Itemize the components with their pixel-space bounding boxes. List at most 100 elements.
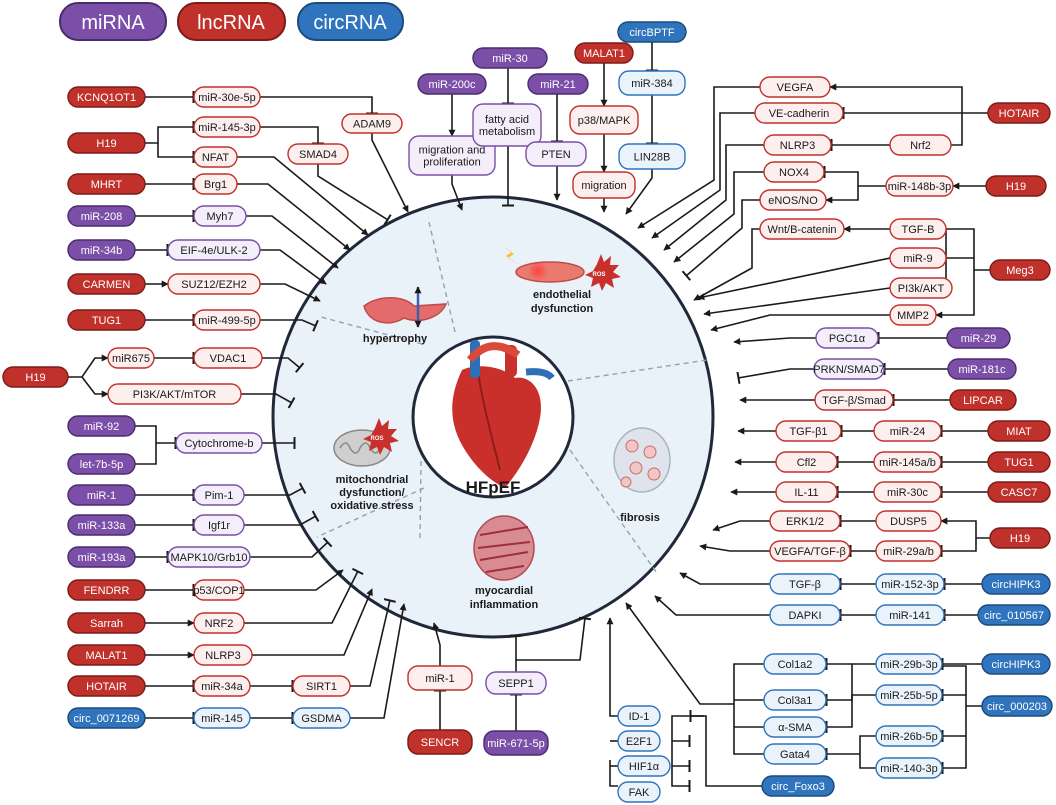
node-box: [67, 453, 136, 475]
node-m4-mir133: miR-133a: [67, 514, 136, 536]
node-m10-mir145: miR-145: [193, 707, 251, 729]
node-m1-vdac1: VDAC1: [193, 347, 263, 369]
node-label: PI3K/AKT/mTOR: [133, 389, 217, 401]
node-m2-let7: let-7b-5p: [67, 453, 136, 475]
node-e7-enos: eNOS/NO: [759, 189, 827, 211]
node-i3-fak: FAK: [617, 781, 661, 803]
ros-burst-icon: [585, 254, 621, 291]
node-f1-tgfb: TGF-B: [889, 218, 947, 240]
sector-mito-1: mitochondrial: [336, 474, 409, 486]
node-label: circBPTF: [629, 27, 675, 39]
node-box: [617, 781, 661, 803]
sector-mito-2: dysfunction/: [339, 487, 404, 499]
node-box: [873, 420, 942, 442]
node-label: H19: [1006, 181, 1026, 193]
node-label: miR-34b: [81, 245, 123, 257]
node-f7-mir30c: miR-30c: [873, 481, 942, 503]
node-box: [407, 729, 473, 755]
node-f11-circ: circ_010567: [977, 604, 1051, 626]
node-t2-smad4: SMAD4: [287, 143, 349, 165]
node-e3-pten: PTEN: [525, 141, 587, 167]
node-box: [408, 135, 496, 176]
node-label: metabolism: [479, 126, 535, 138]
node-label: SMAD4: [299, 149, 337, 161]
node-label: miR-29b-3p: [880, 659, 937, 671]
node-f12-circhipk3: circHIPK3: [981, 653, 1051, 675]
node-label: VEGFA/TGF-β: [774, 546, 846, 558]
node-i2-sepp1: SEPP1: [485, 671, 547, 695]
node-box: [989, 527, 1051, 549]
node-f12-circ000203: circ_000203: [981, 695, 1053, 717]
node-e3-mir21: miR-21: [527, 73, 589, 95]
node-label: H19: [25, 372, 45, 384]
node-label: circHIPK3: [992, 659, 1041, 671]
node-label: circ_Foxo3: [771, 781, 825, 793]
node-m6-p53: p53/COP1: [193, 579, 245, 601]
node-box: [885, 175, 954, 197]
node-e4-migration: migration: [572, 171, 636, 199]
node-f12-col1: Col1a2: [763, 653, 827, 675]
node-f2-mir29: miR-29: [946, 327, 1011, 349]
node-box: [107, 347, 155, 369]
node-label: proliferation: [423, 157, 480, 169]
node-box: [67, 132, 146, 154]
node-f6-cfl2: Cfl2: [775, 451, 838, 473]
node-label: Col1a2: [778, 659, 813, 671]
node-label: LIN28B: [634, 152, 671, 164]
node-t1-mir30e: miR-30e-5p: [193, 86, 261, 108]
node-label: Brg1: [204, 179, 227, 191]
node-m5-mapk: MAPK10/Grb10: [167, 546, 251, 568]
node-box: [949, 389, 1017, 411]
node-box: [617, 730, 661, 752]
node-box: [889, 277, 953, 299]
node-m5-mir193: miR-193a: [67, 546, 136, 568]
node-e5-lin28b: LIN28B: [618, 143, 686, 170]
node-label: miR-1: [87, 490, 116, 502]
node-box: [107, 383, 242, 405]
node-box: [193, 173, 238, 195]
node-label: Pim-1: [205, 490, 234, 502]
node-label: miR-25b-5p: [880, 690, 937, 702]
inflamed-tissue-icon: [473, 515, 535, 581]
node-box: [618, 70, 686, 96]
node-box: [875, 510, 942, 532]
node-f4-lipcar: LIPCAR: [949, 389, 1017, 411]
node-box: [875, 653, 943, 675]
node-box: [407, 665, 473, 691]
node-label: TGF-β: [789, 579, 821, 591]
node-box: [574, 42, 634, 64]
node-m10-gsdma: GSDMA: [292, 707, 351, 729]
node-e6-nrf2: Nrf2: [889, 134, 952, 156]
node-label: SIRT1: [306, 681, 337, 693]
node-box: [67, 514, 136, 536]
node-label: miR-140-3p: [880, 763, 937, 775]
node-box: [987, 102, 1051, 124]
node-f4-tgfsmad: TGF-β/Smad: [814, 389, 894, 411]
node-m8-nlrp3: NLRP3: [193, 644, 253, 666]
node-label: miR-30c: [887, 487, 928, 499]
node-box: [775, 451, 838, 473]
node-label: miR-92: [84, 421, 119, 433]
node-m7-sarrah: Sarrah: [67, 612, 146, 634]
node-m7-nrf2: NRF2: [193, 612, 245, 634]
node-box: [67, 309, 146, 331]
node-box: [989, 259, 1051, 281]
node-m8-malat1: MALAT1: [67, 644, 146, 666]
node-box: [775, 481, 838, 503]
node-box: [763, 716, 827, 738]
node-box: [67, 675, 146, 697]
node-label: Meg3: [1006, 265, 1034, 277]
node-f5-mir24: miR-24: [873, 420, 942, 442]
node-box: [763, 161, 825, 183]
node-label: circHIPK3: [992, 579, 1041, 591]
node-label: miR-30e-5p: [198, 92, 255, 104]
node-box: [193, 612, 245, 634]
node-label: EIF-4e/ULK-2: [180, 245, 247, 257]
node-label: DUSP5: [890, 516, 927, 528]
node-label: SEPP1: [498, 678, 533, 690]
node-box: [889, 218, 947, 240]
node-box: [193, 205, 247, 227]
node-label: MALAT1: [583, 48, 625, 60]
node-label: miR-26b-5p: [880, 731, 937, 743]
